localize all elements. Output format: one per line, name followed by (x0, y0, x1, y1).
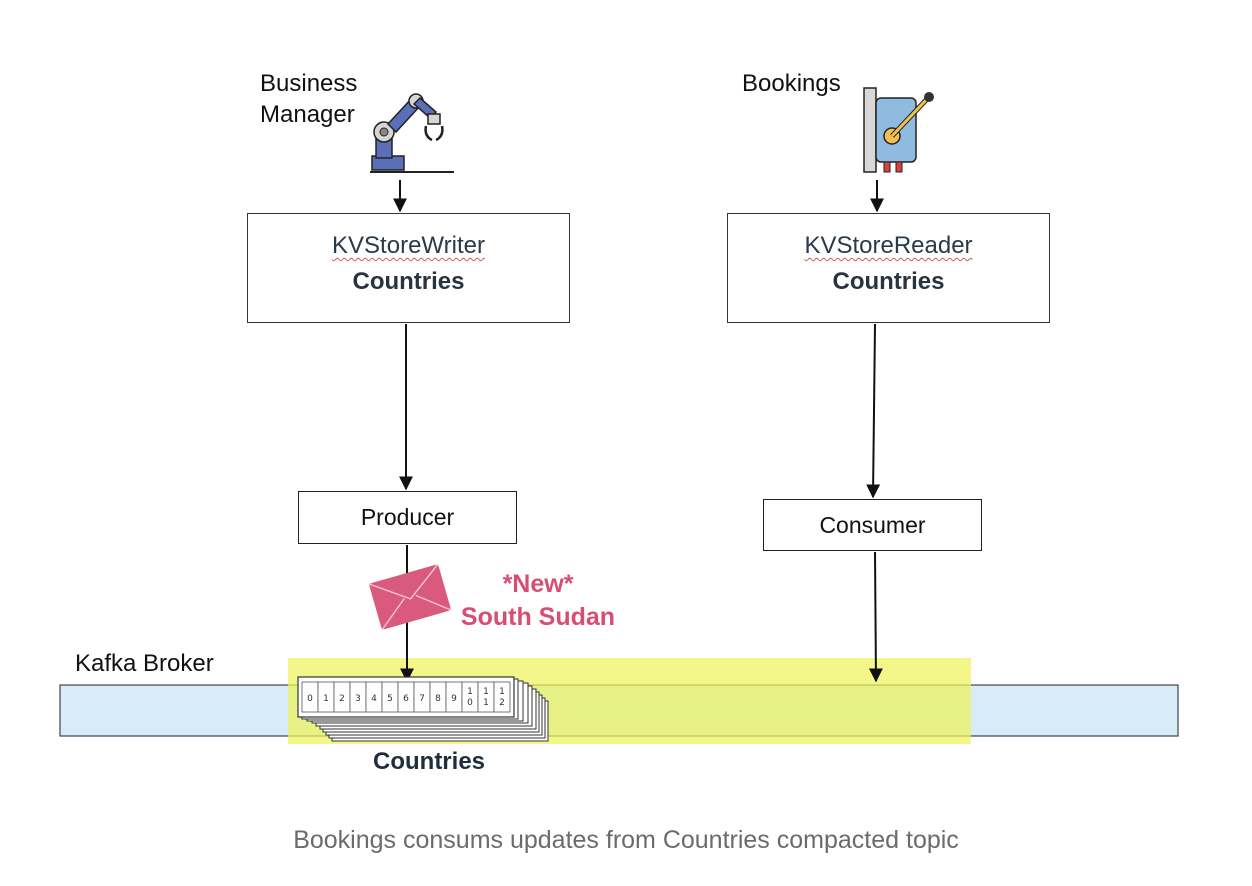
arrow-reader-to-consumer (866, 323, 881, 499)
topic-label: Countries (373, 748, 486, 775)
kvstore-reader-subtitle: Countries (832, 268, 945, 295)
kvstore-writer-title: KVStoreWriter (332, 232, 485, 259)
business-manager-label-line2: Manager (260, 101, 355, 128)
partition-cell-label: 7 (419, 694, 425, 704)
partition-cell-label: 5 (387, 694, 393, 704)
kvstore-writer-subtitle: Countries (352, 268, 465, 295)
partition-cell-label: 2 (339, 694, 345, 704)
business-manager-label-line1: Business (260, 70, 358, 97)
control-lever-icon (863, 87, 934, 173)
kvstore-writer-box[interactable]: KVStoreWriter Countries (247, 213, 570, 323)
kvstore-reader-box[interactable]: KVStoreReader Countries (727, 213, 1050, 323)
partition-cell-label: 1 (323, 694, 329, 704)
producer-box[interactable]: Producer (298, 491, 517, 544)
partition-cell-label: 0 (307, 694, 313, 704)
new-message-line1: *New* (502, 570, 574, 598)
partition-cell-label: 6 (403, 694, 409, 704)
kvstore-reader-title: KVStoreReader (804, 232, 973, 259)
new-message-line2: South Sudan (460, 603, 616, 631)
new-message-label: *New* South Sudan (452, 568, 624, 634)
partition-cell-label: 9 (451, 694, 457, 704)
bookings-label: Bookings (742, 70, 841, 97)
figure-caption: Bookings consums updates from Countries … (293, 826, 959, 854)
business-manager-label: Business Manager (260, 68, 357, 130)
partition-cell-label: 4 (371, 694, 377, 704)
kafka-broker-label: Kafka Broker (75, 650, 214, 677)
partition-cell (493, 681, 511, 713)
envelope-icon (368, 563, 452, 631)
arrow-topic-to-consumer (868, 551, 883, 683)
partition-cell-label: 3 (355, 694, 361, 704)
robot-arm-icon (370, 93, 454, 173)
partition-cell-label: 8 (435, 694, 441, 704)
consumer-box[interactable]: Consumer (763, 499, 982, 551)
